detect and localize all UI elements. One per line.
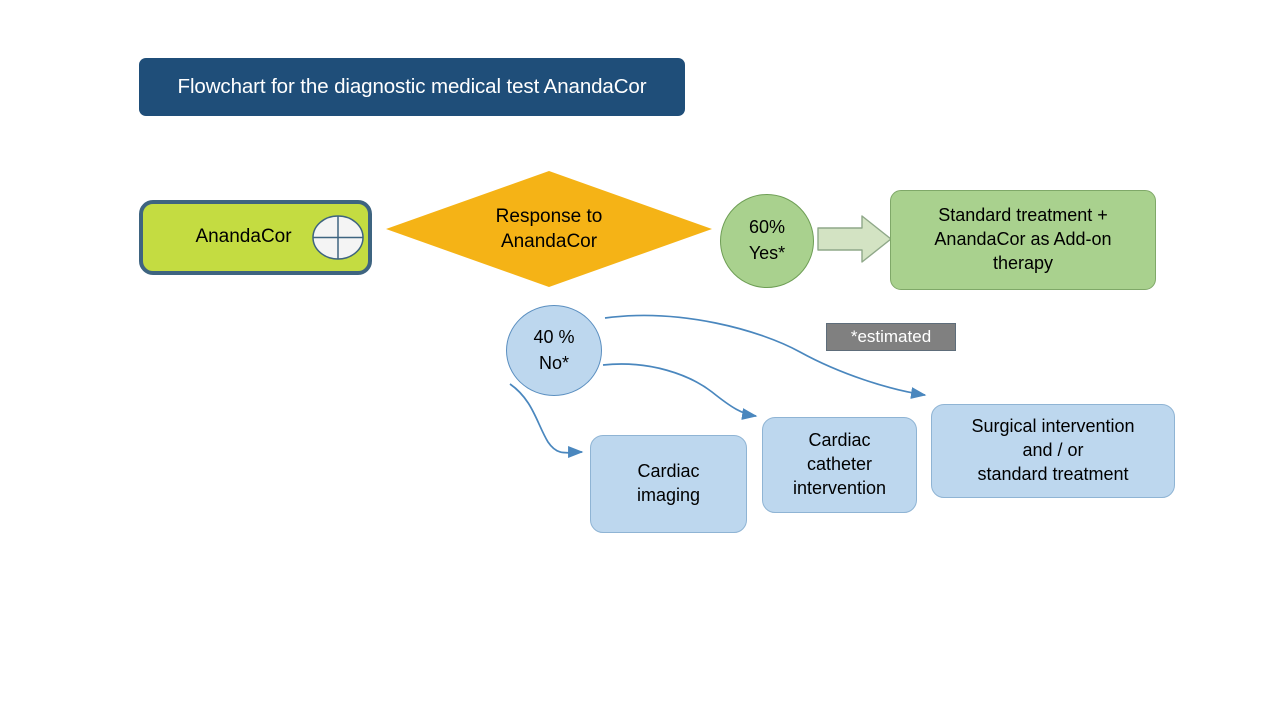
no-to-surgical-arrow <box>604 314 927 399</box>
node-anandacor-start[interactable]: AnandaCor <box>139 200 372 275</box>
node-standard-treatment[interactable]: Standard treatment + AnandaCor as Add-on… <box>890 190 1156 290</box>
yes-block-arrow <box>817 215 892 263</box>
page-title: Flowchart for the diagnostic medical tes… <box>139 58 685 116</box>
diamond-shape <box>386 171 712 287</box>
page-title-text: Flowchart for the diagnostic medical tes… <box>177 74 647 98</box>
node-yes-branch[interactable]: 60% Yes* <box>720 194 814 288</box>
no-to-imaging-arrow <box>509 383 584 458</box>
node-cardiac-catheter[interactable]: Cardiac catheter intervention <box>762 417 917 513</box>
estimated-footnote: *estimated <box>826 323 956 351</box>
node-cardiac-imaging[interactable]: Cardiac imaging <box>590 435 747 533</box>
node-surgical-intervention[interactable]: Surgical intervention and / or standard … <box>931 404 1175 498</box>
node-no-branch[interactable]: 40 % No* <box>506 305 602 396</box>
node-decision-response[interactable]: Response to AnandaCor <box>385 170 713 288</box>
node-decision-label: Response to AnandaCor <box>495 205 603 252</box>
node-anandacor-label: AnandaCor <box>195 226 292 248</box>
no-to-catheter-arrow <box>602 363 758 420</box>
